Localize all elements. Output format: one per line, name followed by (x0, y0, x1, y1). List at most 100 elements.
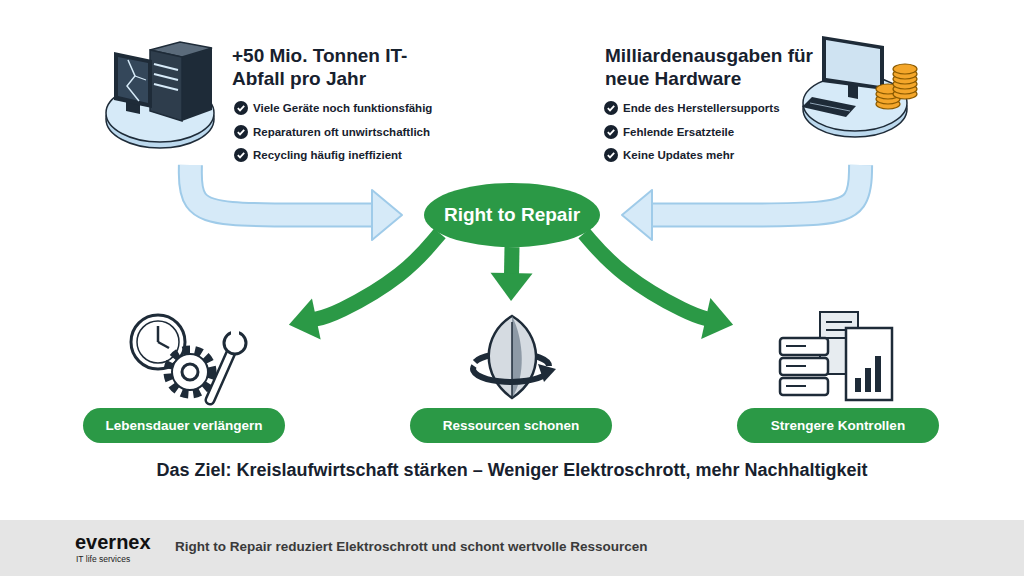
check-icon (234, 125, 248, 139)
server-slot (786, 385, 806, 387)
leaf-shade (512, 316, 522, 398)
info-panel: Milliardenausgaben für neue HardwareEnde… (595, 38, 915, 165)
wrench-jaw (231, 328, 239, 341)
check-icon (604, 148, 618, 162)
keyboard (802, 97, 856, 117)
arrow-head (701, 298, 733, 339)
flow-arrow (491, 247, 533, 301)
arrow-outline (648, 165, 861, 215)
check-mark (608, 106, 614, 111)
bullet-text: Ende des Herstellersupports (623, 102, 780, 114)
check-disc (234, 148, 248, 162)
arrow-shaft (504, 247, 520, 277)
goal-statement: Das Ziel: Kreislaufwirtschaft stärken – … (0, 460, 1024, 481)
clock-hand (158, 342, 169, 348)
controls-icon (780, 312, 892, 400)
arrow-shaft (190, 165, 376, 215)
check-icon (234, 101, 248, 115)
cycle-arrowhead (538, 364, 556, 382)
clock-hand (157, 326, 160, 342)
arrow-head (622, 190, 652, 240)
chart-bar (875, 356, 881, 392)
check-mark (608, 153, 614, 158)
flow-arrow (289, 233, 440, 339)
arrow-shaft (584, 233, 710, 319)
flow-arrow (584, 233, 733, 339)
coin (893, 64, 917, 74)
bullet-row: Keine Updates mehr (604, 148, 734, 162)
cycle-arrow (473, 366, 546, 382)
caption: Right to Repair reduziert Elektroschrott… (175, 539, 648, 554)
ewaste-icon (106, 42, 214, 148)
bullet-text: Viele Geräte noch funktionsfähig (253, 102, 432, 114)
hardware-cost-icon (802, 36, 917, 137)
bullet-row: Recycling häufig ineffizient (234, 148, 402, 162)
wrench-handle (210, 348, 233, 400)
monitor-screen (118, 57, 148, 103)
flow-arrow (622, 165, 861, 240)
server-unit (780, 358, 828, 375)
chart-bar (865, 368, 871, 392)
ellipse-text-box: Right to Repair (424, 183, 600, 247)
check-mark (238, 129, 244, 134)
check-icon (604, 101, 618, 115)
pill-label: Lebensdauer verlängern (106, 418, 263, 433)
monitor-body (114, 52, 152, 108)
document-line (826, 321, 852, 323)
brand-tagline: IT life services (76, 554, 130, 564)
arrow-head (372, 190, 402, 240)
pill-shape: Lebensdauer verlängern (83, 408, 285, 443)
check-disc (604, 148, 618, 162)
tower-slot (154, 74, 178, 80)
bullet-text: Recycling häufig ineffizient (253, 149, 402, 161)
ellipse-fill (424, 183, 600, 247)
bullet-row: Fehlende Ersatzteile (604, 125, 734, 139)
flow-arrow (190, 165, 402, 240)
check-disc (604, 101, 618, 115)
info-panel: +50 Mio. Tonnen IT-Abfall pro JahrViele … (110, 38, 445, 165)
chart-panel (846, 328, 892, 400)
brand-logo: evernex (75, 531, 151, 554)
server-slot (786, 345, 806, 347)
server-slot (786, 365, 806, 367)
check-mark (238, 106, 244, 111)
check-mark (238, 153, 244, 158)
check-mark (608, 129, 614, 134)
check-icon (234, 148, 248, 162)
gear-body (172, 354, 208, 390)
monitor-body (822, 36, 884, 90)
pill-shape: Ressourcen schonen (410, 408, 612, 443)
check-disc (234, 101, 248, 115)
tower-slot (154, 64, 178, 70)
bullet-text: Reparaturen oft unwirtschaftlich (253, 126, 430, 138)
hub-label: Right to Repair (444, 204, 580, 226)
pill-label: Ressourcen schonen (443, 418, 580, 433)
gear-teeth (168, 350, 212, 394)
lifetime-icon (131, 315, 246, 400)
wrench-handle (210, 348, 233, 400)
chart-bar (855, 378, 861, 392)
tower-front (182, 48, 212, 121)
screen-crack (135, 76, 146, 80)
monitor-screen (826, 40, 880, 86)
leaf (489, 316, 536, 398)
pill-shape: Strengere Kontrollen (737, 408, 939, 443)
keyboard-row (810, 103, 850, 111)
server-unit (780, 338, 828, 355)
outcome-pill: Ressourcen schonen (410, 303, 612, 443)
bullet-row: Reparaturen oft unwirtschaftlich (234, 125, 430, 139)
document-line (826, 337, 846, 339)
bullet-row: Viele Geräte noch funktionsfähig (234, 101, 432, 115)
pill-label: Strengere Kontrollen (771, 418, 905, 433)
panel-heading: +50 Mio. Tonnen IT-Abfall pro Jahr (232, 44, 447, 90)
bullet-text: Keine Updates mehr (623, 149, 734, 161)
hub-ellipse: Right to Repair (424, 183, 600, 247)
leaf-vein (511, 322, 513, 398)
check-disc (604, 125, 618, 139)
check-disc (234, 125, 248, 139)
outcome-pill: Strengere Kontrollen (737, 308, 939, 443)
